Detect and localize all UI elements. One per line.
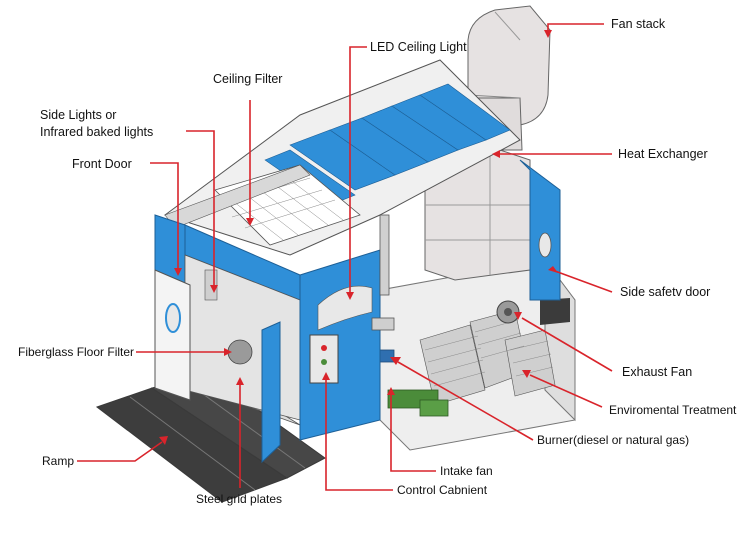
- label-ceiling-filter: Ceiling Filter: [213, 72, 282, 86]
- label-exhaust-fan: Exhaust Fan: [622, 365, 692, 379]
- label-side-lights-line1: Side Lights or: [40, 108, 116, 122]
- label-side-safety-door: Side safetv door: [620, 285, 710, 299]
- label-burner: Burner(diesel or natural gas): [537, 433, 689, 447]
- leader-lines: [77, 23, 613, 491]
- label-intake-fan: Intake fan: [440, 464, 493, 478]
- label-front-door: Front Door: [72, 157, 132, 171]
- label-steel-grid-plates: Steel grid plates: [196, 492, 282, 506]
- label-heat-exchanger: Heat Exchanger: [618, 147, 708, 161]
- label-control-cabinet: Control Cabnient: [397, 483, 488, 497]
- labels: Fan stack LED Ceiling Light Ceiling Filt…: [18, 17, 737, 506]
- label-fiberglass-floor-filter: Fiberglass Floor Filter: [18, 345, 134, 359]
- booth-body: [154, 159, 561, 464]
- label-side-lights-line2: Infrared baked lights: [40, 125, 153, 139]
- label-led-ceiling-light: LED Ceiling Light: [370, 40, 467, 54]
- roof: [163, 59, 521, 256]
- label-fan-stack: Fan stack: [611, 17, 666, 31]
- label-environmental-treatment: Enviromental Treatment: [609, 403, 737, 417]
- label-ramp: Ramp: [42, 454, 74, 468]
